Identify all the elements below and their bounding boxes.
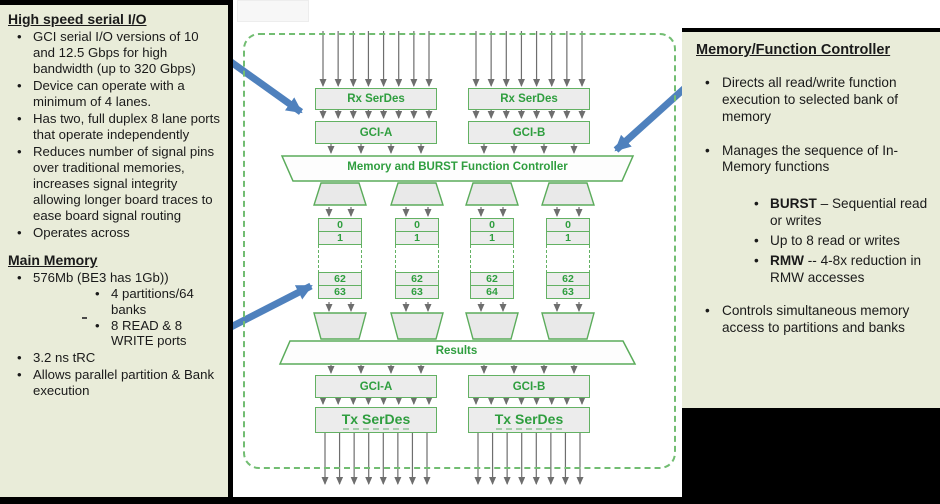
bullet-item: Controls simultaneous memory access to p… (696, 303, 930, 337)
bank-ellipsis-gap (546, 244, 590, 273)
results-shape (278, 340, 637, 365)
bullet-item: 8 READ & 8 WRITE ports (95, 318, 224, 350)
bank-cell: 63 (546, 285, 590, 299)
bank-cell: 1 (395, 231, 439, 245)
controller-sub-bullet-list: BURST – Sequential read or writes Up to … (754, 196, 930, 286)
bank-cell: 0 (318, 218, 362, 232)
bullet-item: Reduces number of signal pins over tradi… (8, 144, 224, 224)
bullet-item: GCI serial I/O versions of 10 and 12.5 G… (8, 29, 224, 77)
rx-serdes-b-box: Rx SerDes (468, 88, 590, 110)
bank-cell: 62 (318, 272, 362, 286)
gci-b-top-box: GCI-B (468, 121, 590, 144)
ghost-text-artifact (496, 427, 562, 430)
ghost-text-artifact (343, 427, 409, 430)
mux-shape (313, 312, 367, 340)
controller-shape (280, 155, 635, 182)
bank-cell: 62 (395, 272, 439, 286)
results-label: Results (435, 345, 478, 357)
bullet-item: 576Mb (BE3 has 1Gb)) 4 partitions/64 ban… (8, 270, 224, 350)
mem-bullet-list: 576Mb (BE3 has 1Gb)) 4 partitions/64 ban… (8, 270, 224, 400)
bullet-item: Directs all read/write function executio… (696, 75, 930, 126)
gci-a-bottom-label: GCI-A (359, 380, 393, 393)
bullet-item: 3.2 ns tRC (8, 350, 224, 366)
rx-serdes-b-label: Rx SerDes (500, 93, 558, 105)
callout-arrow-banks-icon (227, 282, 313, 332)
chip-boundary (243, 33, 676, 469)
bullet-item: Allows parallel partition & Bank executi… (8, 367, 224, 399)
gci-a-top-box: GCI-A (315, 121, 437, 144)
bank-ellipsis-gap (470, 244, 514, 273)
bank-cell: 63 (395, 285, 439, 299)
gci-a-bottom-box: GCI-A (315, 375, 437, 398)
right-info-panel: Memory/Function Controller Directs all r… (682, 28, 940, 408)
bank-cell: 0 (395, 218, 439, 232)
mem-sub-bullet-list: 4 partitions/64 banks 8 READ & 8 WRITE p… (95, 286, 224, 350)
bank-cell: 63 (318, 285, 362, 299)
rx-serdes-a-label: Rx SerDes (347, 93, 405, 105)
tx-serdes-a-label: Tx SerDes (341, 410, 411, 427)
controller-bullet-list-2: Controls simultaneous memory access to p… (696, 303, 930, 337)
mux-shape (390, 312, 444, 340)
bank-cell: 62 (470, 272, 514, 286)
bank-cell: 1 (470, 231, 514, 245)
mux-shape (465, 312, 519, 340)
bullet-item: Device can operate with a minimum of 4 l… (8, 78, 224, 110)
tx-serdes-b-box: Tx SerDes (468, 407, 590, 433)
bullet-item: Has two, full duplex 8 lane ports that o… (8, 111, 224, 143)
controller-label: Memory and BURST Function Controller (347, 161, 568, 173)
tx-serdes-b-label: Tx SerDes (494, 410, 564, 427)
gci-b-bottom-label: GCI-B (512, 380, 546, 393)
bullet-item: RMW -- 4-8x reduction in RMW accesses (754, 253, 930, 287)
bullet-item: BURST – Sequential read or writes (754, 196, 930, 230)
demux-shape (313, 182, 367, 206)
left-info-panel: High speed serial I/O GCI serial I/O ver… (0, 0, 233, 497)
bank-ellipsis-gap (395, 244, 439, 273)
gci-a-top-label: GCI-A (359, 126, 393, 139)
bank-cell: 62 (546, 272, 590, 286)
demux-shape (390, 182, 444, 206)
controller-bullet-list: Directs all read/write function executio… (696, 75, 930, 176)
bullet-item: 4 partitions/64 banks (95, 286, 224, 318)
black-bottom-bar (0, 497, 940, 504)
black-region (682, 408, 940, 504)
gci-b-top-label: GCI-B (512, 126, 546, 139)
bullet-item: Manages the sequence of In-Memory functi… (696, 143, 930, 177)
io-bullet-list: GCI serial I/O versions of 10 and 12.5 G… (8, 29, 224, 241)
demux-shape (465, 182, 519, 206)
bank-cell: 0 (546, 218, 590, 232)
left-panel-title-mem: Main Memory (8, 251, 98, 268)
bullet-item: Operates across (8, 225, 224, 241)
cut-text-artifact (82, 317, 87, 319)
right-panel-title: Memory/Function Controller (696, 42, 891, 58)
tx-serdes-a-box: Tx SerDes (315, 407, 437, 433)
callout-arrow-serdes-icon (228, 59, 304, 115)
bank-cell: 1 (318, 231, 362, 245)
demux-shape (541, 182, 595, 206)
mux-shape (541, 312, 595, 340)
bank-ellipsis-gap (318, 244, 362, 273)
gci-b-bottom-box: GCI-B (468, 375, 590, 398)
bank-cell: 0 (470, 218, 514, 232)
bullet-item: Up to 8 read or writes (754, 233, 930, 250)
rx-serdes-a-box: Rx SerDes (315, 88, 437, 110)
bank-cell: 64 (470, 285, 514, 299)
bank-cell: 1 (546, 231, 590, 245)
left-panel-title-io: High speed serial I/O (8, 11, 147, 27)
slide-artifact-box (237, 0, 309, 22)
